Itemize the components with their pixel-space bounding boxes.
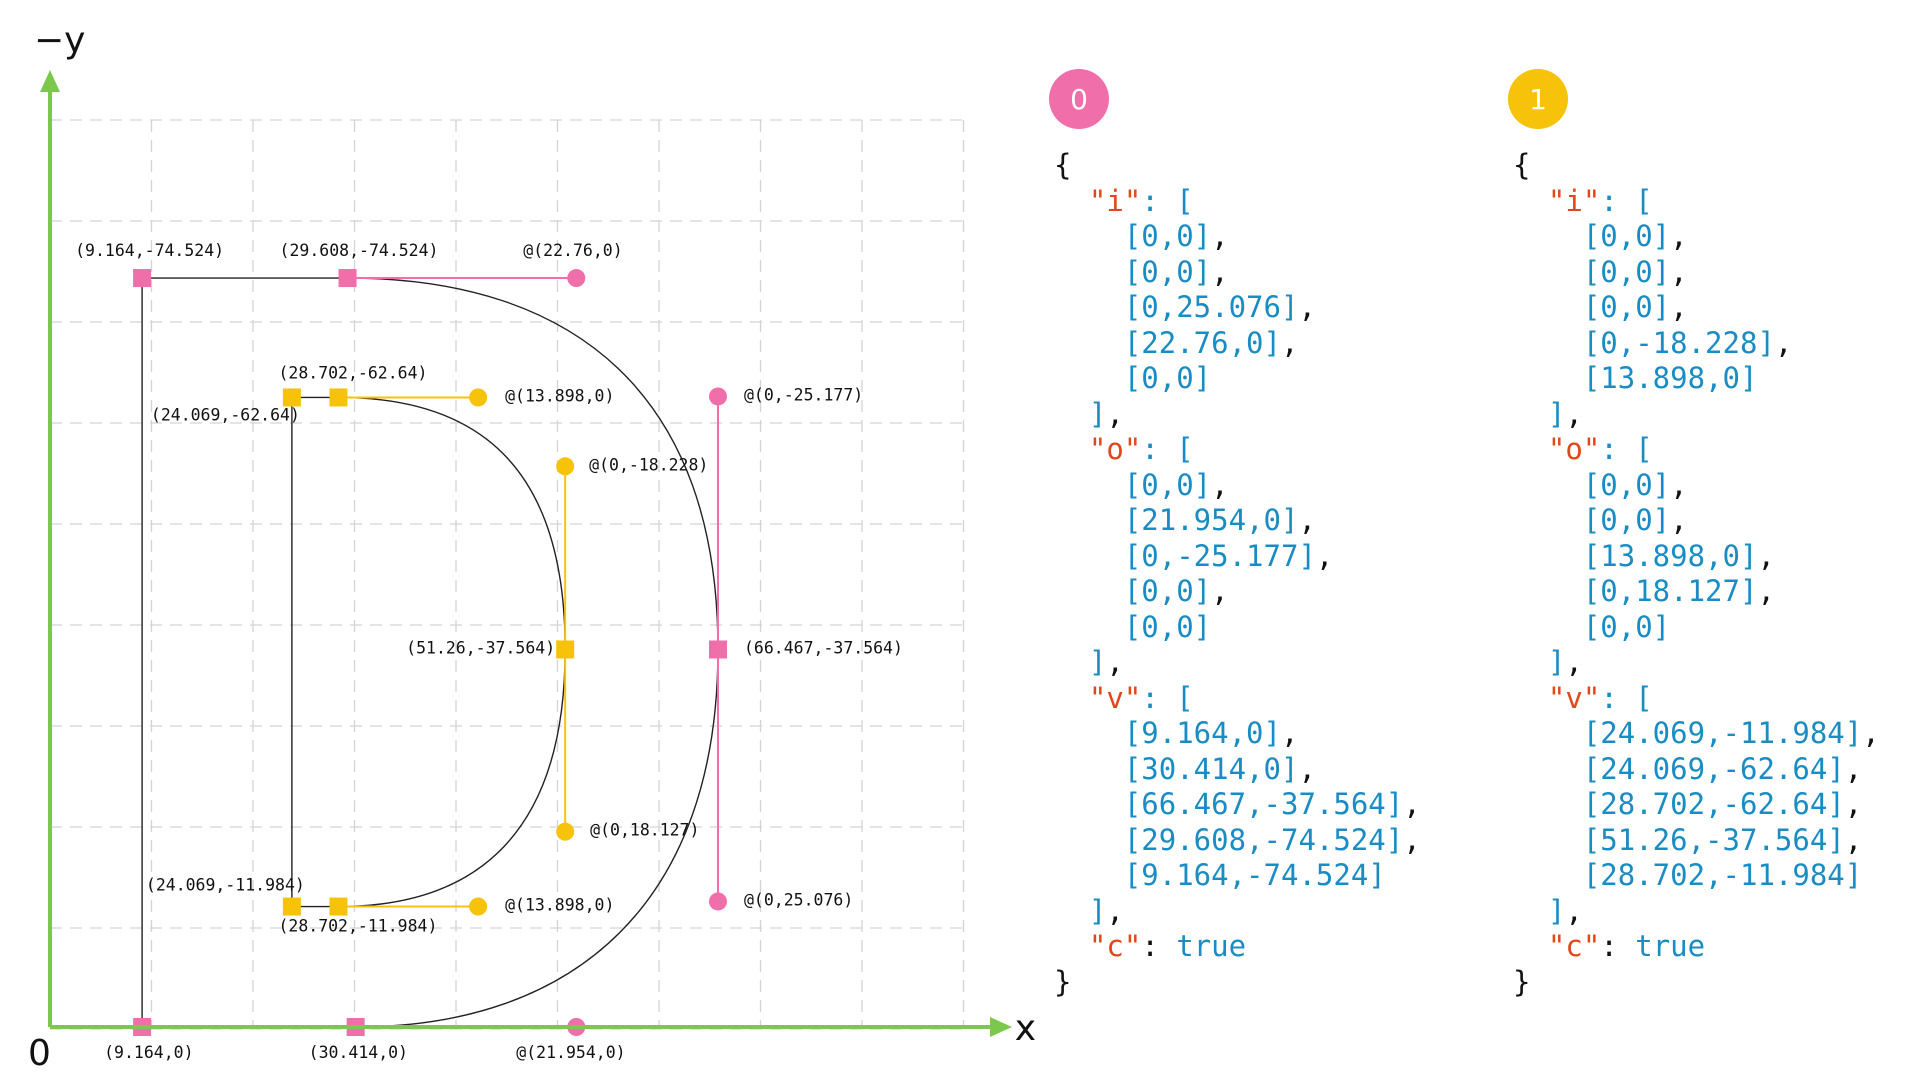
bezier-path-1 bbox=[291, 396, 566, 908]
path-1-i-2: [0,0] bbox=[1582, 290, 1671, 324]
bezier-diagram: (9.164,-74.524) (29.608,-74.524) @(22.76,0… bbox=[28, 20, 1036, 1074]
handle-point bbox=[708, 892, 727, 911]
point-label: @(0,-18.228) bbox=[589, 455, 708, 474]
path-1-json: { "i": [ [0,0], [0,0], [0,0], [0,-18.228… bbox=[1513, 148, 1880, 999]
path-0-json: { "i": [ [0,0], [0,0], [0,25.076], [22.7… bbox=[1054, 148, 1421, 999]
path-0-v-4: [9.164,-74.524] bbox=[1123, 858, 1386, 892]
point-label: @(13.898,0) bbox=[505, 386, 614, 405]
point-label: (29.608,-74.524) bbox=[280, 241, 439, 260]
handle-point bbox=[469, 897, 488, 916]
path-0-i-3: [22.76,0] bbox=[1123, 325, 1281, 360]
path-1-v-3: [51.26,-37.564] bbox=[1582, 822, 1845, 857]
path-0-v-2: [66.467,-37.564] bbox=[1123, 787, 1404, 821]
point-labels: (9.164,-74.524) (29.608,-74.524) @(22.76,0… bbox=[75, 241, 903, 1062]
path-0-o-1: [21.954,0] bbox=[1123, 503, 1299, 537]
vertex-point bbox=[338, 269, 357, 288]
vertex-point bbox=[708, 640, 727, 659]
path-1-i-0: [0,0] bbox=[1582, 219, 1671, 253]
origin-label: 0 bbox=[28, 1033, 51, 1074]
path-1-v-4: [28.702,-11.984] bbox=[1582, 858, 1863, 892]
path-1-o-0: [0,0] bbox=[1582, 467, 1671, 502]
x-axis-label: x bbox=[1015, 1008, 1036, 1049]
bezier-path-0 bbox=[141, 277, 719, 1028]
point-label: (28.702,-11.984) bbox=[278, 917, 437, 936]
path-0-i-0: [0,0] bbox=[1123, 219, 1212, 253]
vertex-point bbox=[133, 269, 152, 288]
path-1-badge-number: 1 bbox=[1529, 82, 1547, 116]
point-label: @(21.954,0) bbox=[516, 1043, 625, 1062]
path-1-v-0: [24.069,-11.984] bbox=[1582, 716, 1863, 750]
point-label: (66.467,-37.564) bbox=[744, 638, 903, 657]
path-1-o-2: [13.898,0] bbox=[1582, 538, 1758, 573]
point-label: @(0,-25.177) bbox=[744, 385, 863, 404]
path-1-v-1: [24.069,-62.64] bbox=[1582, 751, 1845, 786]
handle-point bbox=[708, 387, 727, 406]
vertex-point bbox=[282, 388, 301, 407]
handle-point bbox=[469, 388, 488, 407]
path-0-o-0: [0,0] bbox=[1123, 467, 1212, 502]
handle-point bbox=[556, 457, 575, 476]
vertex-point bbox=[282, 897, 301, 916]
x-axis-arrow bbox=[990, 1017, 1012, 1037]
point-label: @(0,18.127) bbox=[590, 821, 699, 840]
path-1-i-1: [0,0] bbox=[1582, 254, 1671, 289]
point-label: (30.414,0) bbox=[309, 1043, 408, 1062]
point-label: @(22.76,0) bbox=[523, 241, 622, 260]
paths-layer bbox=[141, 277, 719, 1028]
vertex-point bbox=[329, 897, 348, 916]
point-label: @(0,25.076) bbox=[744, 890, 853, 909]
point-label: (28.702,-62.64) bbox=[278, 363, 427, 382]
path-0-o-3: [0,0] bbox=[1123, 574, 1212, 608]
y-axis-arrow bbox=[40, 70, 60, 92]
path-0-o-4: [0,0] bbox=[1123, 609, 1212, 644]
path-0-badge-number: 0 bbox=[1070, 82, 1088, 116]
path-1-o-3: [0,18.127] bbox=[1582, 574, 1758, 608]
y-axis-label: −y bbox=[34, 20, 85, 61]
vertex-point bbox=[556, 640, 575, 659]
handle-point bbox=[567, 269, 586, 288]
path-0-i-4: [0,0] bbox=[1123, 361, 1212, 395]
path-1-v-2: [28.702,-62.64] bbox=[1582, 787, 1845, 821]
point-label: (9.164,-74.524) bbox=[75, 241, 224, 260]
points-layer bbox=[133, 269, 727, 1036]
handles-layer bbox=[338, 277, 719, 1028]
handle-point bbox=[556, 822, 575, 841]
path-0-v-3: [29.608,-74.524] bbox=[1123, 822, 1404, 857]
path-0-closed: true bbox=[1176, 929, 1247, 963]
axes: −y x 0 bbox=[28, 20, 1036, 1074]
path-1-o-1: [0,0] bbox=[1582, 503, 1671, 537]
path-0-o-2: [0,-25.177] bbox=[1123, 538, 1316, 573]
path-1-o-4: [0,0] bbox=[1582, 609, 1671, 644]
path-1-i-4: [13.898,0] bbox=[1582, 361, 1758, 395]
point-label: (9.164,0) bbox=[104, 1043, 193, 1062]
path-0-badge: 0 bbox=[1049, 69, 1109, 129]
path-0-i-2: [0,25.076] bbox=[1123, 290, 1299, 324]
path-1-closed: true bbox=[1635, 929, 1706, 963]
path-1-badge: 1 bbox=[1508, 69, 1568, 129]
path-0-v-1: [30.414,0] bbox=[1123, 751, 1299, 786]
point-label: @(13.898,0) bbox=[505, 896, 614, 915]
path-0-v-0: [9.164,0] bbox=[1123, 716, 1281, 750]
point-label: (51.26,-37.564) bbox=[406, 638, 555, 657]
vertex-point bbox=[329, 388, 348, 407]
path-0-i-1: [0,0] bbox=[1123, 254, 1212, 289]
point-label: (24.069,-62.64) bbox=[151, 405, 300, 424]
point-label: (24.069,-11.984) bbox=[146, 876, 305, 895]
path-1-i-3: [0,-18.228] bbox=[1582, 325, 1775, 360]
